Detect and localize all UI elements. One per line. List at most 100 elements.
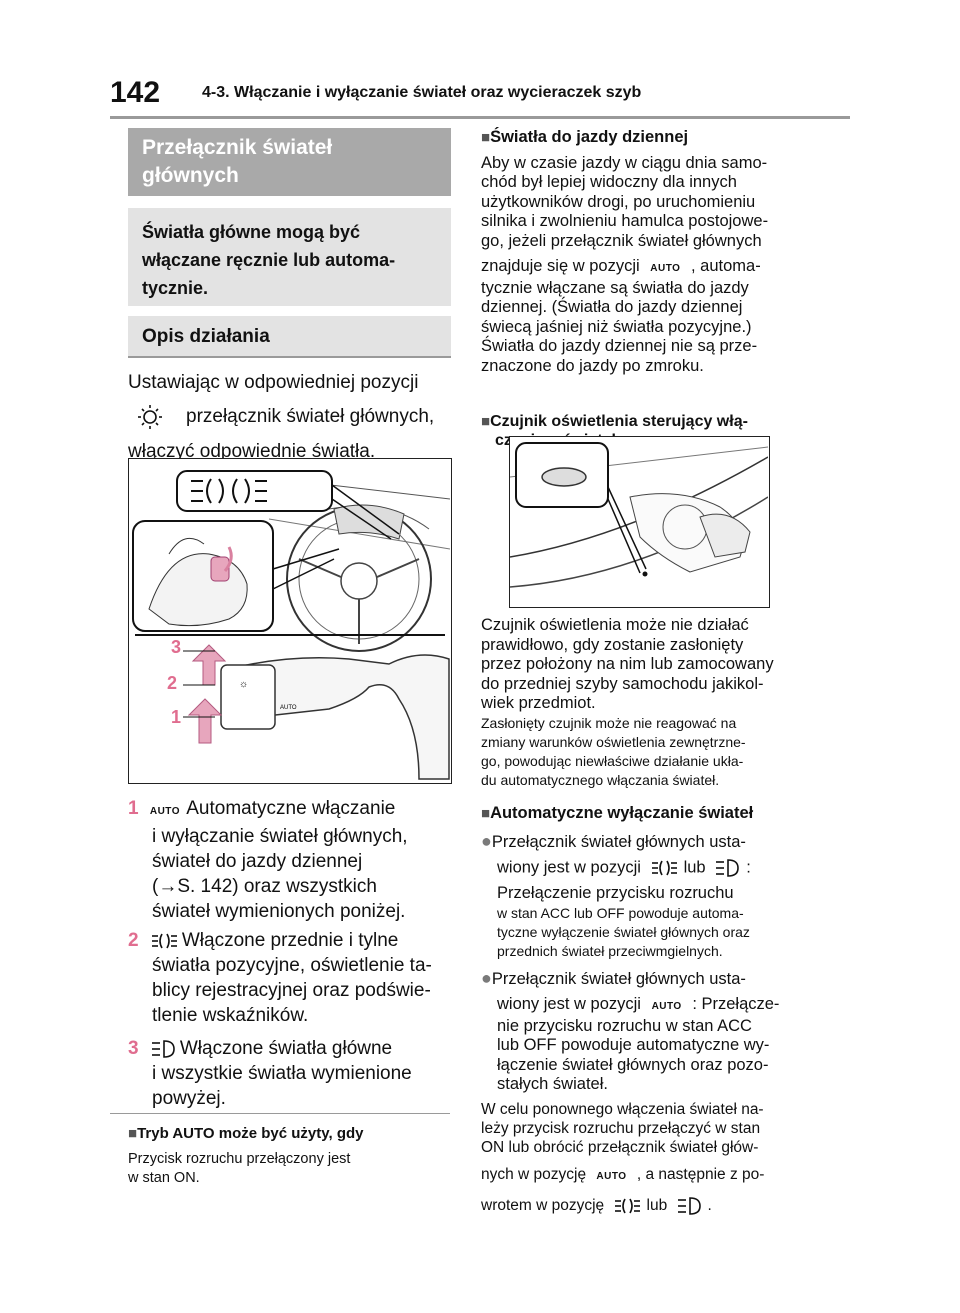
- sensor-line: do przedniej szyby samochodu jakikol-: [481, 674, 764, 693]
- figure-label-3: 3: [171, 637, 182, 657]
- item-number: 3: [128, 1038, 139, 1059]
- drl-line: użytkowników drogi, po uruchomieniu: [481, 192, 756, 211]
- auto-mode-note: ■Tryb AUTO może być użyty, gdy Przycisk …: [128, 1124, 458, 1188]
- item-line: (→S. 142) oraz wszystkich: [152, 876, 377, 897]
- drl-line: chód był lepiej widoczny dla innych: [481, 173, 737, 191]
- summary-box: Światła główne mogą być włączane ręcznie…: [128, 208, 451, 306]
- page-number: 142: [110, 76, 161, 109]
- bullet-line: nie przycisku rozruchu w stan ACC: [497, 1016, 752, 1035]
- page-header: 142 4-3. Włączanie i wyłączanie świateł …: [110, 76, 850, 109]
- note-line: w stan ON.: [128, 1170, 200, 1186]
- auto-off-heading: Automatyczne wyłączanie świateł: [490, 804, 754, 822]
- chapter-title: 4-3. Włączanie i wyłączanie świateł oraz…: [202, 84, 642, 101]
- drl-line: , automa-: [691, 257, 761, 275]
- intro-line: włączyć odpowiednie światła.: [128, 441, 376, 462]
- bullet-line: Przełącznik świateł głównych usta-: [491, 969, 746, 988]
- item-number: 1: [128, 798, 139, 819]
- item-line: Włączone przednie i tylne: [181, 930, 399, 951]
- sensor-line: wiek przedmiot.: [481, 694, 596, 712]
- final-line: , a następnie z po-: [636, 1166, 765, 1183]
- headlight-icon: [716, 859, 739, 877]
- light-off-icon: [138, 405, 162, 429]
- auto-icon: AUTO: [149, 806, 181, 817]
- parking-light-icon: [614, 1198, 640, 1214]
- sensor-line: Czujnik oświetlenia może nie działać: [481, 616, 749, 634]
- summary-line: włączane ręcznie lub automa-: [142, 250, 396, 270]
- final-line: ON lub obrócić przełącznik świateł głów-: [481, 1139, 759, 1156]
- note-divider: [110, 1113, 450, 1114]
- headlight-icon: [151, 1040, 175, 1058]
- final-line: lub: [646, 1197, 668, 1215]
- item-line: świateł wymienionych poniżej.: [152, 901, 406, 922]
- figure-label-1: 1: [171, 707, 182, 727]
- sensor-section: Czujnik oświetlenia może nie działać pra…: [481, 616, 811, 790]
- intro-line-icon: przełącznik świateł głównych,: [128, 403, 458, 431]
- drl-line: świecą jaśniej niż światła pozycyjne.): [481, 317, 752, 336]
- drl-section: ■Światła do jazdy dziennej Aby w czasie …: [481, 128, 811, 376]
- figure-illustration: ☼ AUTO: [132, 470, 451, 780]
- item-line: i wyłączanie świateł głównych,: [152, 826, 408, 847]
- drl-line: go, jeżeli przełącznik świateł głównych: [481, 231, 762, 250]
- headlight-callout-icon: [191, 478, 267, 504]
- final-line: wrotem w pozycję: [481, 1197, 605, 1215]
- sensor-small-line: du automatycznego włączania świateł.: [481, 771, 720, 788]
- bullet-line: stałych świateł.: [497, 1075, 608, 1093]
- headlight-icon: [677, 1197, 701, 1215]
- intro-text: Ustawiając w odpowiedniej pozycji przełą…: [128, 370, 458, 464]
- bullet-small-line: tyczne wyłączenie świateł głównych oraz: [497, 923, 750, 940]
- summary-line: Światła główne mogą być: [142, 222, 361, 242]
- sensor-small-line: go, powodując niewłaściwe działanie ukła…: [481, 752, 744, 769]
- bullet-line: wiony jest w pozycji: [497, 858, 641, 877]
- auto-off-section: ■Automatyczne wyłączanie świateł ●Przełą…: [481, 804, 811, 1095]
- auto-icon: AUTO: [651, 1001, 682, 1012]
- item-1: 1 AUTO Automatyczne włączanie i wyłączan…: [128, 796, 458, 924]
- parking-light-icon: [651, 860, 677, 876]
- bullet-line: lub OFF powoduje automatyczne wy-: [497, 1036, 770, 1054]
- svg-text:☼: ☼: [239, 679, 248, 690]
- bullet-line: wiony jest w pozycji: [497, 995, 641, 1013]
- item-line: blicy rejestracyjnej oraz podświe-: [152, 980, 431, 1001]
- item-line: tlenie wskaźników.: [152, 1005, 309, 1026]
- section-title-line: głównych: [142, 164, 239, 187]
- sensor-small-line: zmiany warunków oświetlenia zewnętrzne-: [481, 733, 746, 750]
- intro-line: Ustawiając w odpowiedniej pozycji: [128, 372, 419, 393]
- parking-light-icon: [151, 933, 177, 949]
- bullet-line: Przełącznik świateł głównych usta-: [491, 832, 746, 851]
- bullet-line: :: [746, 858, 751, 877]
- sensor-illustration: [509, 442, 769, 588]
- sensor-small-line: Zasłonięty czujnik może nie reagować na: [481, 714, 737, 731]
- auto-icon: AUTO: [596, 1171, 627, 1182]
- final-line: nych w pozycję: [481, 1166, 587, 1183]
- final-section: W celu ponownego włączenia świateł na- l…: [481, 1100, 811, 1216]
- bullet-line: Przełączenie przycisku rozruchu: [497, 884, 734, 902]
- light-sensor-figure: [509, 436, 770, 608]
- drl-line: tycznie włączane są światła do jazdy: [481, 278, 749, 297]
- section-title-line: Przełącznik świateł: [142, 136, 333, 159]
- intro-line: przełącznik świateł głównych,: [186, 406, 435, 428]
- final-line: W celu ponownego włączenia świateł na-: [481, 1101, 764, 1118]
- bullet-small-line: przednich świateł przeciwmgielnych.: [497, 942, 723, 959]
- note-line: Przycisk rozruchu przełączony jest: [128, 1151, 351, 1167]
- drl-line: znajduje się w pozycji: [481, 257, 640, 275]
- sensor-line: prawidłowo, gdy zostanie zasłonięty: [481, 635, 744, 654]
- subsection-title-text: Opis działania: [142, 326, 270, 347]
- item-number: 2: [128, 930, 139, 951]
- note-heading: Tryb AUTO może być użyty, gdy: [137, 1125, 364, 1142]
- bullet-small-line: w stan ACC lub OFF powoduje automa-: [497, 904, 744, 921]
- sensor-line: przez położony na nim lub zamocowany: [481, 655, 774, 673]
- item-line: światła pozycyjne, oświetlenie ta-: [152, 955, 432, 976]
- subsection-title: Opis działania: [128, 316, 451, 358]
- item-line: Włączone światła główne: [179, 1038, 393, 1059]
- final-line: leży przycisk rozruchu przełączyć w stan: [481, 1120, 761, 1137]
- bullet-line: lub: [683, 858, 706, 877]
- drl-line: Światła do jazdy dziennej nie są prze-: [481, 337, 758, 355]
- headlight-switch-figure: ☼ AUTO 3 2 1: [128, 458, 452, 784]
- item-line: powyżej.: [152, 1088, 226, 1109]
- auto-icon: AUTO: [650, 263, 681, 274]
- summary-line: tycznie.: [142, 278, 209, 298]
- figure-label-2: 2: [167, 673, 178, 693]
- item-2: 2 Włączone przednie i tylne światła pozy…: [128, 928, 458, 1028]
- item-3: 3 Włączone światła główne i wszystkie św…: [128, 1036, 458, 1111]
- bullet-line: łączenie świateł głównych oraz pozo-: [497, 1055, 769, 1074]
- item-line: świateł do jazdy dziennej: [152, 851, 363, 872]
